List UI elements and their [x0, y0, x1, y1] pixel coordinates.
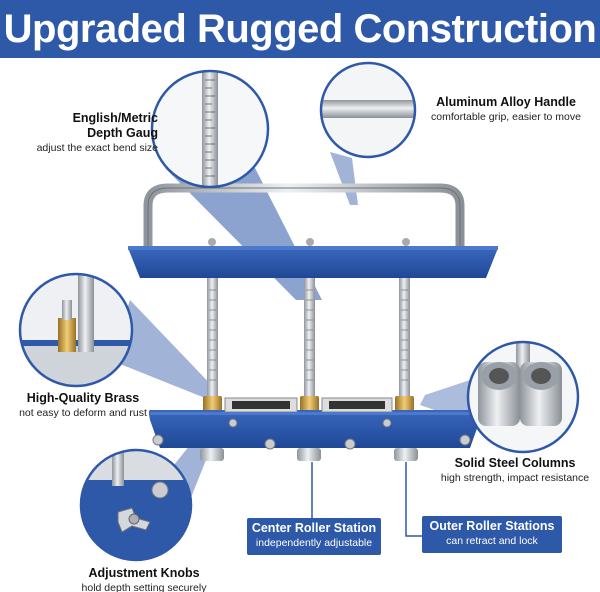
depth-gauge-zoom-circle — [150, 69, 270, 189]
brass-title: High-Quality Brass — [26, 391, 140, 405]
handle-callout-beam — [330, 152, 358, 205]
steel-columns-label: Solid Steel Columns high strength, impac… — [432, 456, 598, 485]
handle-title: Aluminum Alloy Handle — [436, 95, 576, 109]
left-brass-bushing — [203, 396, 222, 414]
left-roller — [200, 448, 224, 461]
page-title: Upgraded Rugged Construction — [3, 7, 597, 51]
knobs-subtitle: hold depth setting securely — [81, 582, 207, 592]
depth-gauge-label: English/Metric Depth Gaug adjust the exa… — [34, 111, 158, 155]
outer-roller-title: Outer Roller Stations — [429, 519, 555, 533]
center-roller-callout: Center Roller Station independently adju… — [247, 518, 381, 555]
handle-subtitle: comfortable grip, easier to move — [431, 111, 581, 123]
depth-gauge-title-line1: English/Metric — [72, 111, 158, 125]
depth-gauge-subtitle: adjust the exact bend size — [36, 142, 158, 154]
outer-roller-subtitle: can retract and lock — [446, 535, 538, 547]
brass-subtitle: not easy to deform and rust — [19, 407, 147, 419]
steel-columns-zoom-circle — [466, 340, 580, 454]
knobs-title: Adjustment Knobs — [88, 566, 200, 580]
base-frame — [149, 397, 481, 450]
center-brass-bushing — [300, 396, 319, 414]
knobs-label: Adjustment Knobs hold depth setting secu… — [64, 566, 224, 592]
depth-gauge-title-line2: Depth Gaug — [87, 126, 158, 140]
top-blue-bar — [128, 238, 498, 278]
left-steel-column — [207, 270, 218, 405]
center-roller-title: Center Roller Station — [251, 521, 377, 535]
center-roller-subtitle: independently adjustable — [255, 537, 373, 549]
right-brass-bushing — [395, 396, 414, 414]
center-roller — [297, 448, 321, 461]
knobs-zoom-circle — [79, 448, 193, 562]
steel-columns-subtitle: high strength, impact resistance — [440, 472, 590, 484]
title-banner: Upgraded Rugged Construction — [0, 0, 600, 58]
brass-callout-beam — [110, 300, 218, 400]
brass-label: High-Quality Brass not easy to deform an… — [8, 391, 158, 420]
handle-label: Aluminum Alloy Handle comfortable grip, … — [420, 95, 592, 124]
right-steel-column — [399, 270, 410, 405]
center-steel-column — [304, 270, 315, 405]
handle-zoom-circle — [319, 61, 417, 159]
outer-roller-callout: Outer Roller Stations can retract and lo… — [422, 516, 562, 553]
right-roller — [394, 448, 418, 461]
steel-columns-title: Solid Steel Columns — [454, 456, 576, 470]
outer-roller-leader — [405, 462, 422, 537]
brass-zoom-circle — [18, 272, 134, 388]
